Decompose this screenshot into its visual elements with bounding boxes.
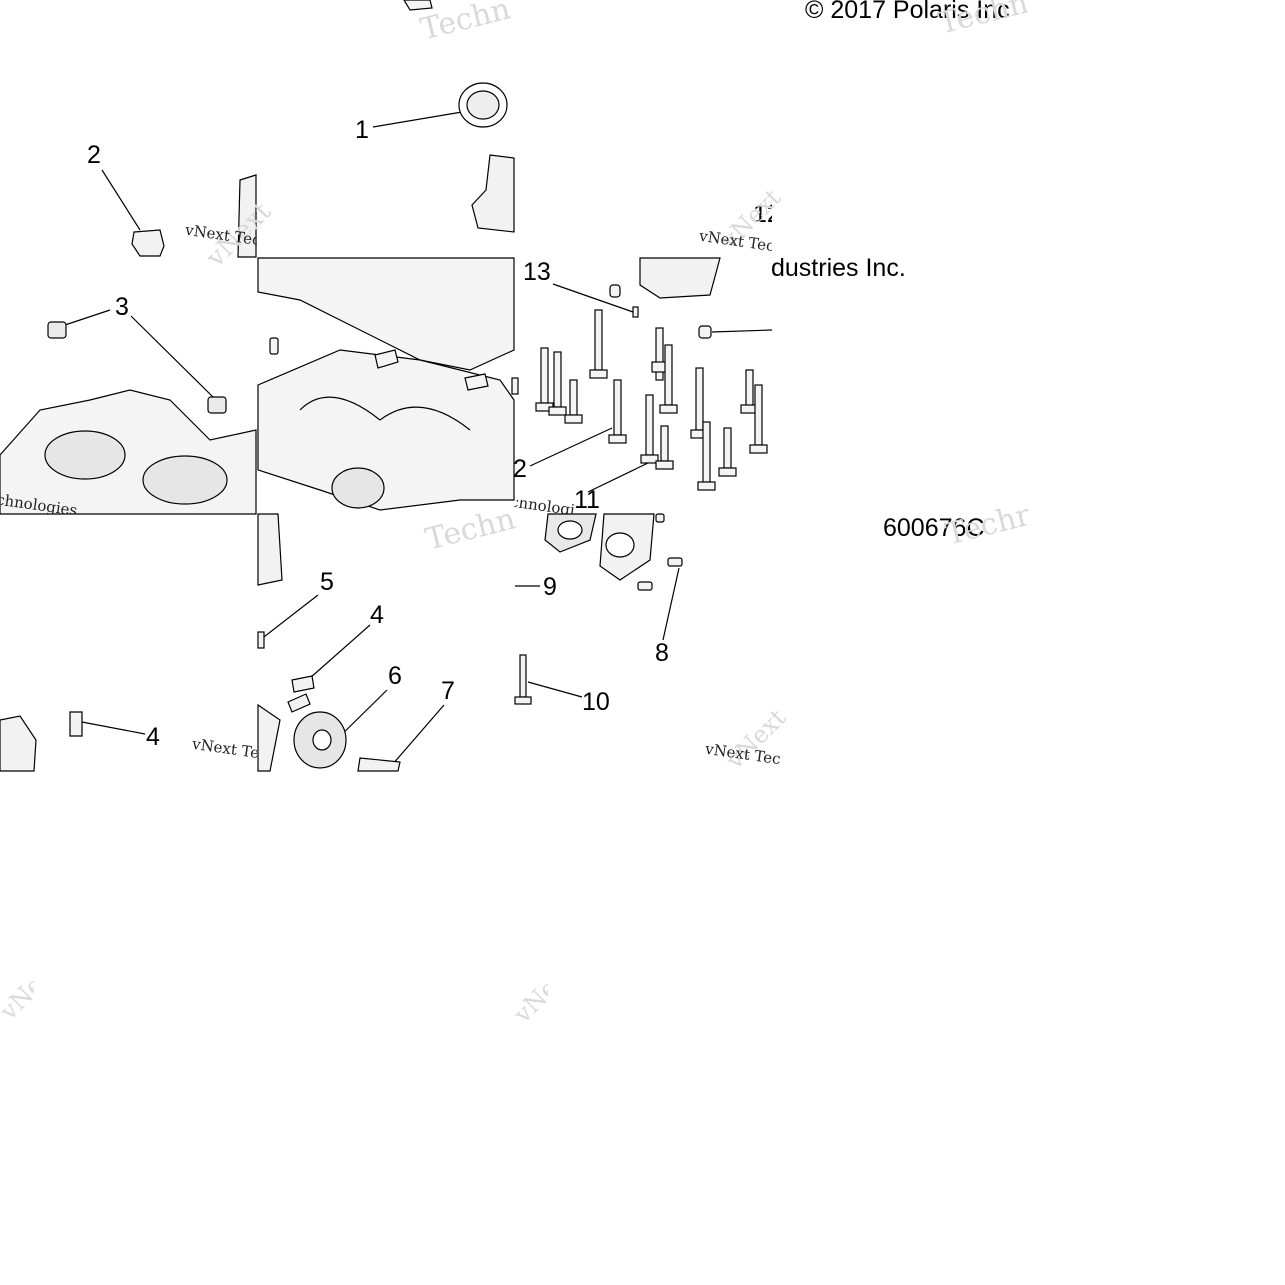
small-fitting-2 [131, 229, 165, 257]
watermark-small-2: vNext Tec [698, 230, 772, 256]
callout-7: 7 [441, 677, 455, 705]
bolt-set [511, 284, 768, 491]
watermark-techn-4: Techn [942, 505, 1028, 545]
housing-fragment-right [639, 257, 721, 299]
watermark-small-2-clip: vNext Tec [697, 230, 772, 258]
watermark-small-4: vNext Tec [704, 743, 782, 769]
crankcase-lower-left [0, 389, 257, 515]
callout-10: 10 [582, 688, 610, 716]
watermark-techn-2: Techn [935, 0, 1028, 34]
watermark-small-4-clip: vNext Tec [703, 743, 803, 771]
housing-fragment-bottom [0, 0, 514, 772]
callout-12: 12 [753, 200, 772, 228]
callout-3: 3 [115, 293, 129, 321]
seal-6 [293, 711, 347, 769]
leader-11 [587, 461, 651, 493]
leader-3a [61, 309, 111, 327]
callout-12-clip: 12 [753, 200, 772, 230]
copyright-mid-clip: dustries Inc. [771, 254, 931, 284]
callout-5: 5 [320, 568, 334, 596]
watermark-small-1: vNext Tec [184, 222, 257, 250]
callout-1: 1 [355, 116, 369, 144]
crankcase-center [257, 257, 515, 511]
leader-10 [527, 681, 583, 698]
part-code: 600676C [883, 514, 985, 542]
leader-4b [81, 721, 146, 735]
plate-7 [357, 757, 401, 772]
leader-5 [259, 594, 319, 641]
leader-4 [309, 624, 371, 679]
housing-fragment-top [471, 154, 515, 233]
callout-6: 6 [388, 662, 402, 690]
leader-12 [529, 427, 613, 467]
callout-9: 9 [543, 573, 557, 601]
watermark-fragment-right-clip: vNext [514, 975, 548, 1028]
copyright-top-clip: © 2017 Polaris Inc [771, 0, 1028, 22]
watermark-small-1-clip: vNext Tec [180, 222, 257, 252]
gasket-plates-9 [544, 513, 655, 581]
watermark-small-5: chnologies [0, 494, 79, 514]
callout-2: 2 [87, 141, 101, 169]
leader-bolt-cap [711, 329, 773, 333]
leader-13 [552, 283, 634, 313]
callout-11: 11 [574, 486, 600, 514]
watermark-small-6-clip: chnologies [514, 500, 574, 514]
watermark-small-3: vNext Tec [191, 738, 257, 764]
callout-13: 13 [523, 258, 551, 286]
leader-2 [101, 169, 141, 231]
leader-1 [372, 111, 463, 128]
callout-12b: 2 [514, 455, 527, 483]
watermark-fragment-left: vNext [0, 970, 34, 1026]
watermark-small-5-clip: chnologies [0, 494, 80, 514]
copyright-top: © 2017 Polaris Inc [805, 0, 1010, 22]
watermark-techn-2-clip: Techn [930, 0, 1028, 34]
callout-12b-clip: 2 [514, 455, 528, 485]
callout-4b: 4 [146, 723, 160, 751]
leader-8 [662, 567, 680, 641]
seal-part [458, 82, 508, 128]
watermark-fragment-left-clip: vNext [0, 970, 34, 1028]
callout-8: 8 [655, 639, 669, 667]
watermark-small-3-clip: vNext Tec [190, 738, 257, 766]
copyright-mid: dustries Inc. [771, 254, 906, 282]
fittings-4-5 [69, 631, 315, 737]
bolt-10 [514, 654, 532, 705]
watermark-techn-4-clip: Techn [935, 505, 1028, 545]
leader-7 [391, 704, 445, 766]
callout-4: 4 [370, 601, 384, 629]
watermark-fragment-right: vNext [514, 975, 548, 1028]
dowel-3 [47, 321, 227, 414]
screws-8 [637, 513, 683, 591]
leader-3b [130, 315, 214, 398]
watermark-small-6: chnologies [514, 500, 574, 514]
